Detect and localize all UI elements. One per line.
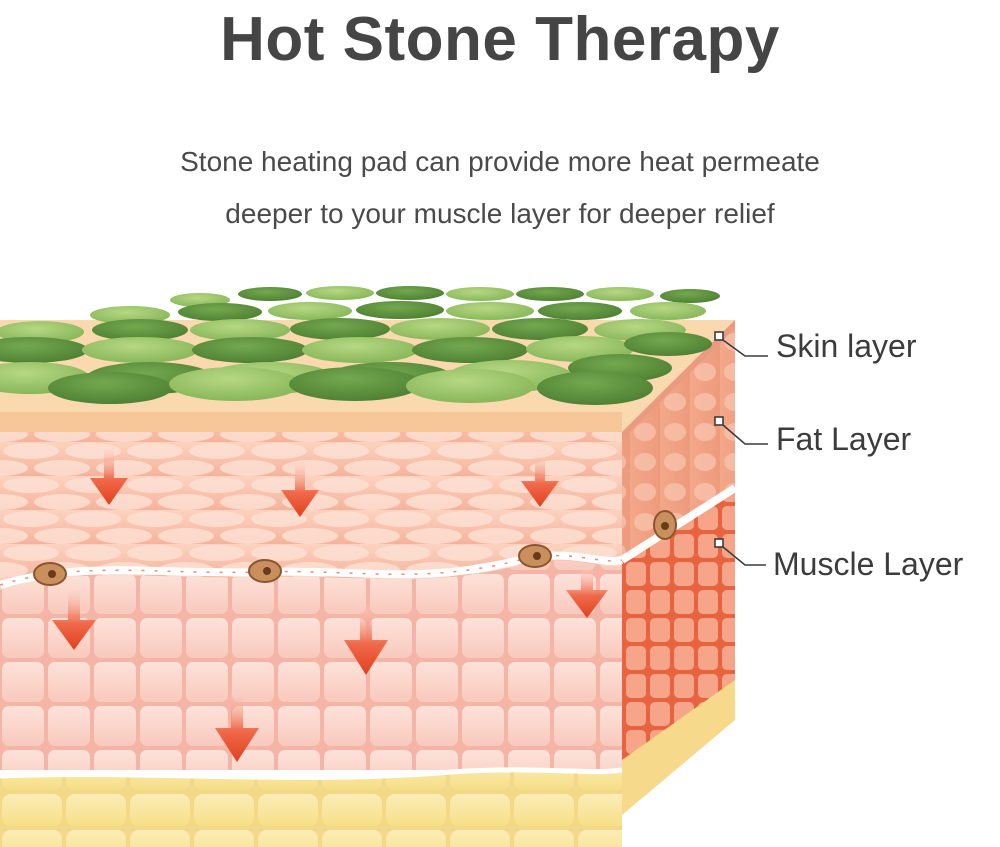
label-leaders — [714, 331, 768, 566]
heat-arrows — [52, 448, 608, 762]
hot-stones — [0, 286, 720, 405]
fat-layer-label: Fat Layer — [776, 421, 912, 457]
muscle-layer-label: Muscle Layer — [773, 546, 964, 582]
subtitle-line-2: deeper to your muscle layer for deeper r… — [225, 198, 775, 229]
subtitle: Stone heating pad can provide more heat … — [0, 136, 1000, 240]
muscle-layer — [0, 560, 622, 770]
fat-layer — [0, 432, 622, 592]
page-title: Hot Stone Therapy — [220, 5, 780, 74]
base-layer — [0, 769, 622, 847]
subtitle-line-1: Stone heating pad can provide more heat … — [180, 146, 820, 177]
membrane — [0, 551, 623, 589]
skin-layer-label: Skin layer — [776, 328, 917, 364]
